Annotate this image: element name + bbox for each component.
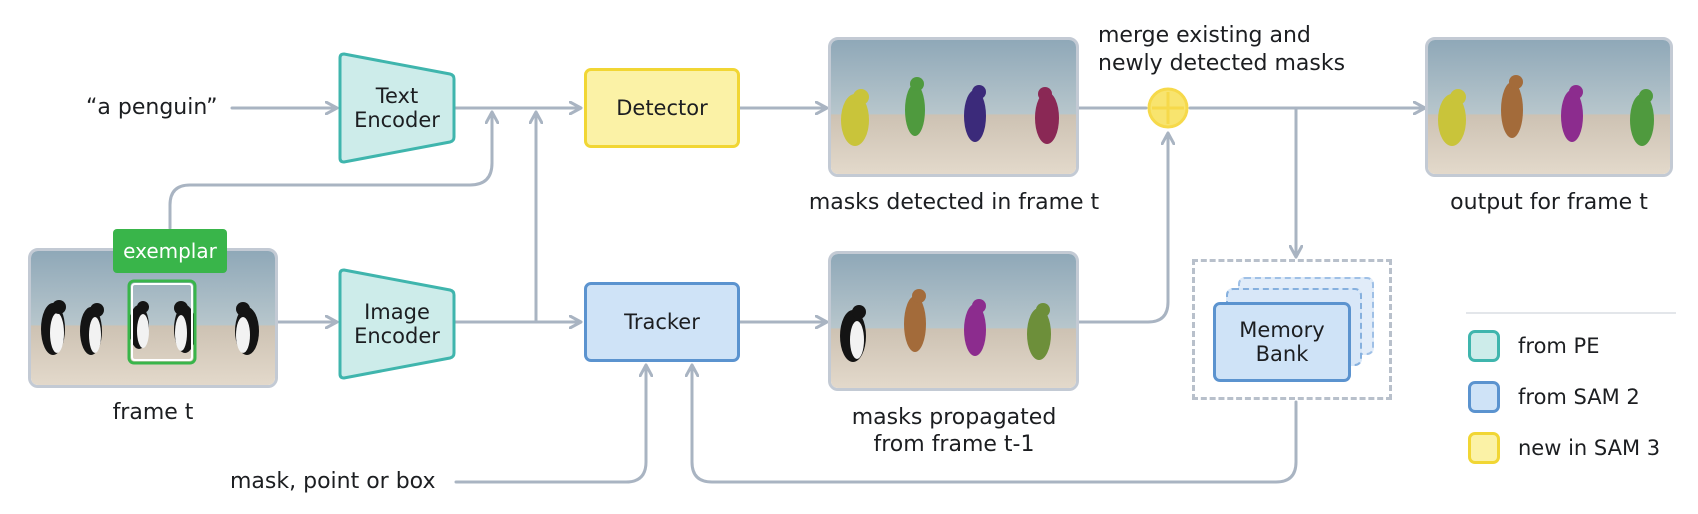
output-masks-picture — [1428, 40, 1670, 174]
detected-masks-image — [828, 37, 1079, 177]
output-image — [1425, 37, 1673, 177]
legend-swatch-sam3 — [1468, 432, 1500, 464]
arrow-memory-to-tracker — [692, 366, 1298, 484]
text-encoder-shape — [338, 52, 456, 164]
image-encoder: Image Encoder — [354, 300, 440, 348]
memory-bank-container — [1192, 259, 1392, 400]
exemplar-box-outline — [127, 279, 197, 365]
memory-bank-block: Memory Bank — [1213, 302, 1351, 382]
legend-item-pe: from PE — [1468, 330, 1599, 362]
legend-item-sam3: new in SAM 3 — [1468, 432, 1660, 464]
text-encoder: Text Encoder — [354, 84, 440, 132]
frame-image — [28, 248, 278, 388]
tracker-block: Tracker — [584, 282, 740, 362]
legend-divider — [1466, 312, 1676, 314]
legend-item-sam2: from SAM 2 — [1468, 381, 1640, 413]
legend-label-pe: from PE — [1518, 334, 1600, 358]
legend-swatch-sam2 — [1468, 381, 1500, 413]
arrow-propagated-to-merge — [1077, 134, 1168, 324]
frame-penguins-picture — [31, 251, 275, 385]
arrow-prompt-to-tracker — [454, 366, 646, 484]
output-caption: output for frame t — [1450, 190, 1648, 215]
propagated-masks-picture — [831, 254, 1076, 388]
merge-caption: merge existing and newly detected masks — [1098, 23, 1346, 76]
legend-label-sam2: from SAM 2 — [1518, 385, 1640, 409]
detector-block: Detector — [584, 68, 740, 148]
propagated-masks-image — [828, 251, 1079, 391]
arrow-exemplar-to-textenc — [168, 113, 492, 230]
image-encoder-shape — [338, 268, 456, 380]
text-prompt-label: “a penguin” — [86, 95, 218, 120]
legend-swatch-pe — [1468, 330, 1500, 362]
penguin-group — [41, 300, 259, 355]
prompt-label: mask, point or box — [230, 469, 436, 494]
legend-label-sam3: new in SAM 3 — [1518, 436, 1661, 460]
propagated-caption: masks propagated from frame t-1 — [851, 405, 1057, 457]
exemplar-badge: exemplar — [113, 229, 227, 273]
detected-caption: masks detected in frame t — [808, 190, 1100, 215]
detected-masks-picture — [831, 40, 1076, 174]
frame-caption: frame t — [112, 400, 194, 425]
circled-plus-icon — [1147, 87, 1189, 129]
